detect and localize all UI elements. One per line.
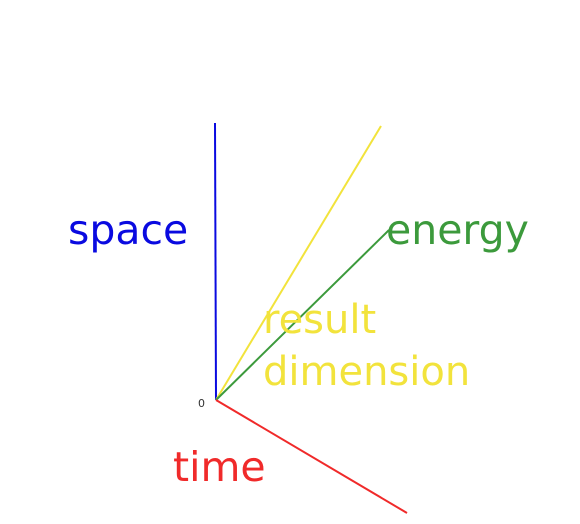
space-label: space (68, 206, 189, 254)
space-axis-line (214, 122, 217, 401)
origin-label: 0 (198, 397, 205, 410)
result-label-line-2: dimension (263, 349, 471, 395)
time-axis-line (215, 399, 408, 514)
result-dimension-axis-line (215, 125, 382, 401)
energy-label: energy (386, 206, 529, 254)
time-label: time (173, 443, 266, 491)
result-dimension-label: result dimension (263, 294, 483, 398)
energy-axis-line (215, 229, 390, 401)
result-label-line-1: result (263, 297, 377, 343)
